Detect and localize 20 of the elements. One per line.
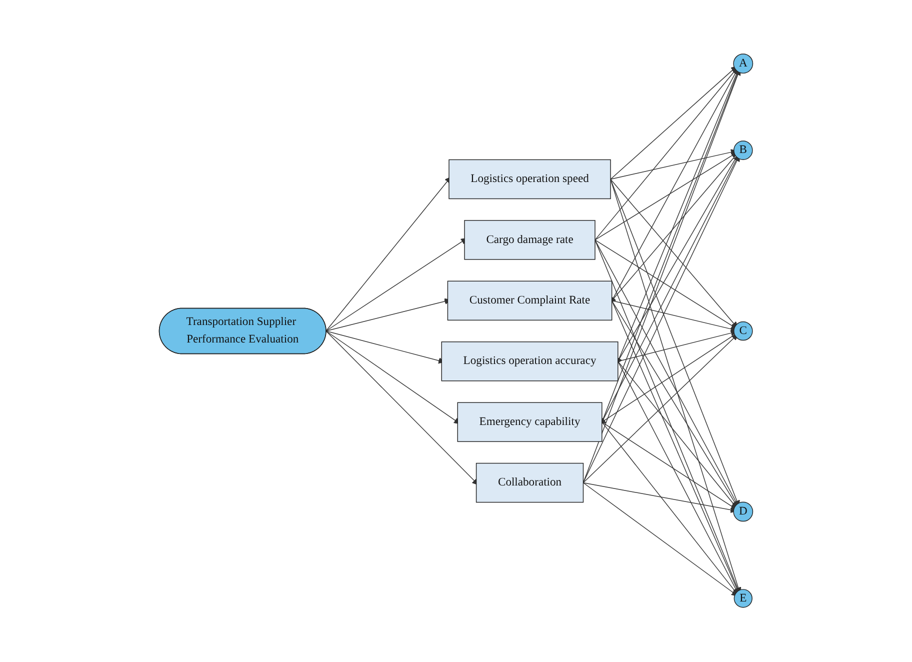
node-circle bbox=[734, 589, 752, 608]
arrow bbox=[582, 155, 740, 484]
node-circle bbox=[733, 502, 754, 522]
arrow bbox=[610, 66, 738, 180]
arrow bbox=[610, 178, 740, 507]
node-box bbox=[476, 462, 584, 503]
node-circle bbox=[733, 54, 754, 74]
node-circle bbox=[734, 321, 753, 341]
arrow bbox=[594, 240, 740, 594]
node-box bbox=[464, 220, 596, 260]
arrow bbox=[582, 482, 738, 596]
arrow bbox=[594, 152, 738, 240]
arrow bbox=[582, 334, 738, 484]
node-box bbox=[448, 159, 611, 200]
node-box bbox=[457, 402, 602, 442]
arrow bbox=[610, 178, 738, 328]
arrow bbox=[594, 240, 739, 507]
node-circle bbox=[734, 140, 753, 160]
node-box bbox=[441, 341, 618, 382]
node-box bbox=[447, 280, 612, 321]
